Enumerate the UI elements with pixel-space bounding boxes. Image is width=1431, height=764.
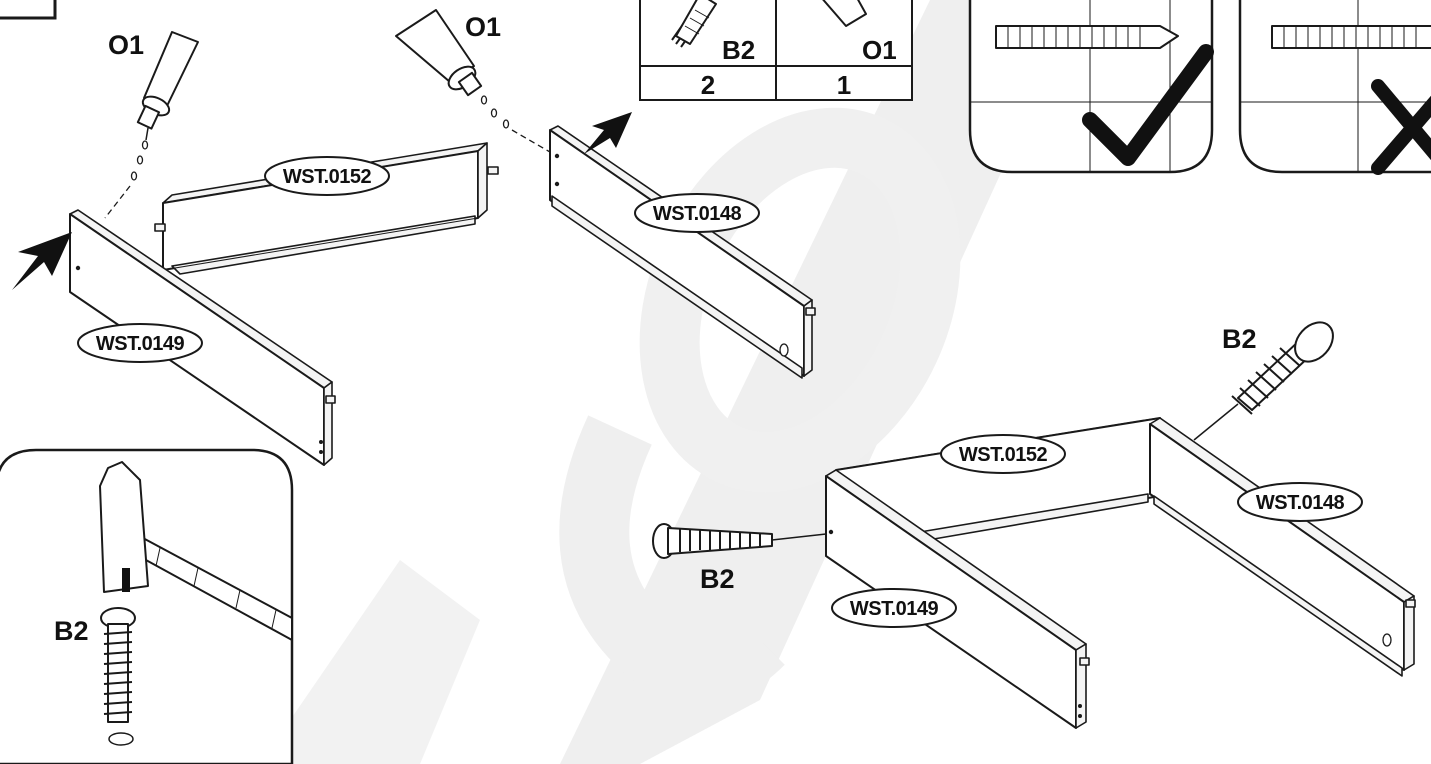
label-wst0152-assembled: WST.0152 bbox=[940, 434, 1066, 474]
svg-text:WST.0152: WST.0152 bbox=[283, 166, 372, 188]
glue-label-right: O1 bbox=[465, 12, 501, 42]
incorrect-detail-panel bbox=[1238, 0, 1431, 175]
svg-text:WST.0149: WST.0149 bbox=[850, 598, 939, 620]
svg-text:B2: B2 bbox=[722, 35, 755, 65]
step-number-box bbox=[0, 0, 57, 20]
dowel-icon bbox=[652, 523, 827, 559]
glue-icon bbox=[822, 0, 867, 27]
dowel-icon bbox=[100, 607, 136, 746]
assembled-frame bbox=[825, 417, 1416, 729]
dowel-misaligned bbox=[1271, 25, 1431, 49]
svg-text:2: 2 bbox=[701, 70, 715, 100]
panel-wst0152-top bbox=[154, 142, 499, 275]
dowel-label-hammer: B2 bbox=[54, 616, 89, 646]
insert-arrow-icon bbox=[584, 112, 632, 154]
glue-tube-right-icon bbox=[395, 9, 483, 97]
dowel-label-assembled-right: B2 bbox=[1222, 324, 1257, 354]
label-wst0148-top: WST.0148 bbox=[634, 193, 760, 233]
svg-text:O1: O1 bbox=[862, 35, 897, 65]
svg-text:WST.0152: WST.0152 bbox=[959, 444, 1048, 466]
glue-tube-left-icon bbox=[136, 31, 199, 141]
hammer-icon bbox=[99, 461, 293, 641]
svg-text:WST.0148: WST.0148 bbox=[653, 203, 742, 225]
glue-drops-left bbox=[104, 140, 149, 219]
dowel-peg bbox=[154, 166, 499, 232]
dowel-icon bbox=[671, 0, 717, 48]
label-wst0148-assembled: WST.0148 bbox=[1237, 482, 1363, 522]
insert-arrow-icon bbox=[12, 232, 72, 290]
label-wst0149-top: WST.0149 bbox=[77, 323, 203, 363]
svg-text:1: 1 bbox=[837, 70, 851, 100]
cross-mark-icon bbox=[1371, 79, 1431, 175]
check-mark-icon bbox=[1082, 44, 1214, 166]
dowel-label-assembled-front: B2 bbox=[700, 564, 735, 594]
label-wst0152-top: WST.0152 bbox=[264, 156, 390, 196]
dowel-seated bbox=[995, 25, 1179, 49]
watermark bbox=[260, 0, 1080, 764]
glue-drops-right bbox=[480, 95, 551, 153]
svg-text:WST.0148: WST.0148 bbox=[1256, 492, 1345, 514]
label-wst0149-assembled: WST.0149 bbox=[831, 588, 957, 628]
glue-label-left: O1 bbox=[108, 30, 144, 60]
parts-table: B2 O1 2 1 bbox=[639, 0, 913, 101]
correct-detail-panel bbox=[968, 0, 1214, 174]
dowel-icon bbox=[1193, 321, 1334, 441]
svg-text:WST.0149: WST.0149 bbox=[96, 333, 185, 355]
hammer-detail-panel: B2 bbox=[0, 448, 294, 764]
